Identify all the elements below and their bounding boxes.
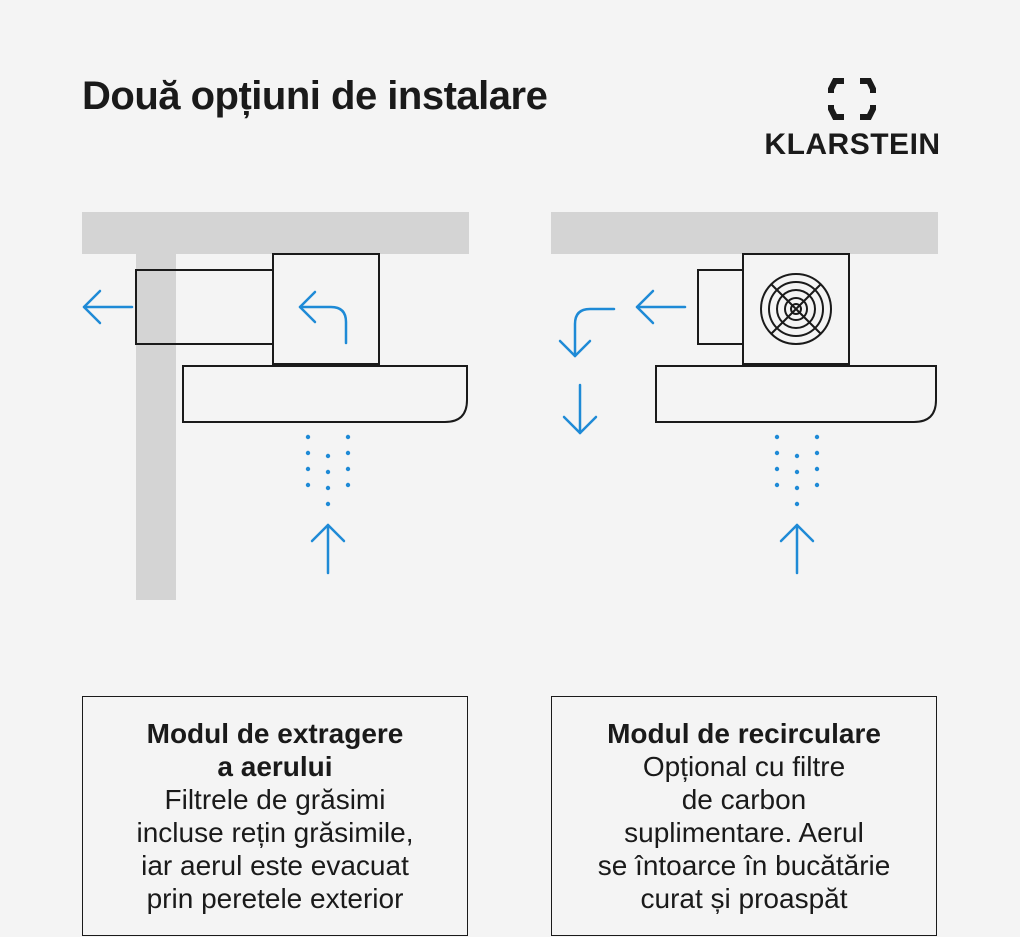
page-title: Două opțiuni de instalare [82, 74, 548, 118]
recirculation-diagram [551, 212, 938, 575]
ceiling [551, 212, 938, 254]
klarstein-logo-icon [828, 78, 876, 120]
caption-text: se întoarce în bucătărie [597, 850, 891, 881]
extraction-caption-box: Modul de extragere a aerului Filtrele de… [82, 696, 468, 936]
hood-body [182, 365, 468, 423]
caption-text: de carbon [681, 784, 807, 815]
extraction-diagram [82, 212, 469, 600]
motor-box [272, 253, 380, 365]
recirculation-caption-box: Modul de recirculare Opțional cu filtre … [551, 696, 937, 936]
wall [136, 254, 176, 600]
airflow-dots [774, 434, 820, 507]
caption-title: Modul de extragere [146, 718, 404, 749]
ceiling [82, 212, 469, 254]
arrow-up-icon [779, 523, 815, 575]
caption-text: Opțional cu filtre [642, 751, 846, 782]
caption-text: prin peretele exterior [146, 883, 404, 914]
caption-text: suplimentare. Aerul [624, 817, 864, 848]
brand-logo: KLARSTEIN [760, 78, 945, 168]
fan-icon [760, 273, 832, 345]
arrow-up-icon [310, 523, 346, 575]
arrow-left-icon [635, 289, 687, 325]
arrow-left-icon [82, 289, 134, 325]
arrow-down-icon [562, 383, 598, 435]
brand-name: KLARSTEIN [764, 128, 941, 161]
caption-title: Modul de recirculare [607, 718, 881, 749]
arrow-curved-icon [298, 290, 348, 345]
arrow-curved-down-icon [558, 307, 616, 358]
caption-text: curat și proaspăt [640, 883, 848, 914]
caption-text: iar aerul este evacuat [141, 850, 409, 881]
caption-text: incluse rețin grăsimile, [136, 817, 414, 848]
filter-box [697, 269, 744, 345]
airflow-dots [305, 434, 351, 507]
caption-title: a aerului [217, 751, 333, 782]
caption-text: Filtrele de grăsimi [164, 784, 386, 815]
installation-diagrams [82, 212, 938, 600]
hood-body [655, 365, 937, 423]
